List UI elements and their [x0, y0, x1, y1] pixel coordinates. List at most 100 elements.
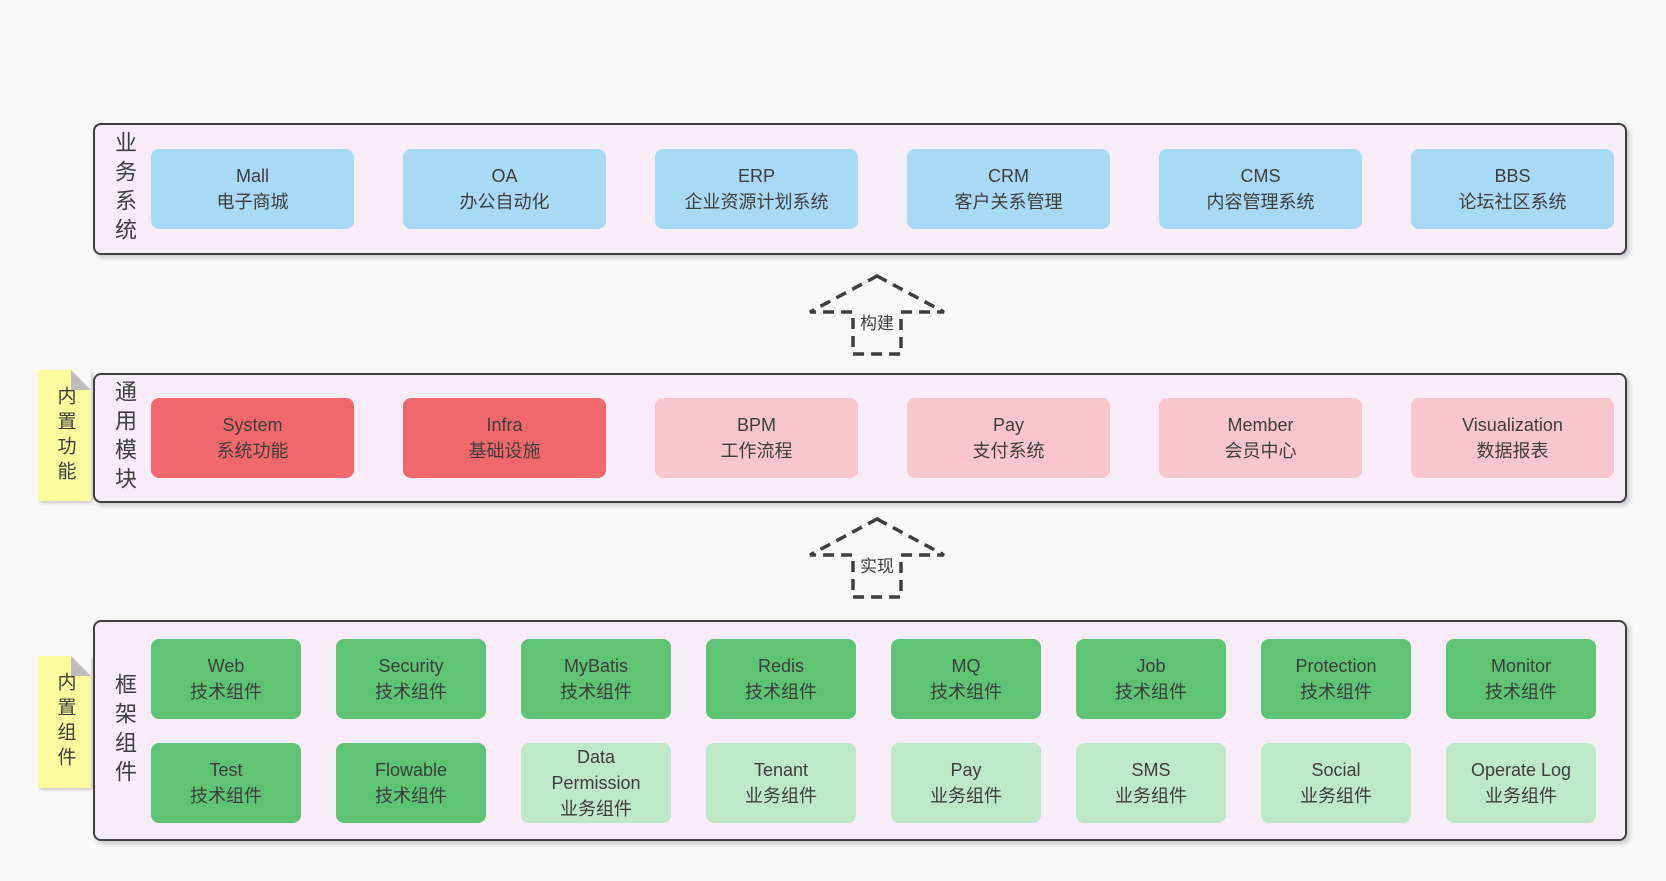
- box-title: Infra: [486, 415, 523, 435]
- box-oa: OA 办公自动化: [403, 149, 606, 229]
- up-block-arrow-icon: [809, 517, 945, 599]
- box-subtitle: 业务组件: [1300, 785, 1372, 806]
- box-subtitle: 技术组件: [375, 785, 447, 806]
- folded-corner-icon: [71, 656, 91, 676]
- layer-label-framework-components: 框架组件: [112, 672, 137, 789]
- box-subtitle: 业务组件: [745, 785, 817, 806]
- box-subtitle: 电子商城: [216, 192, 289, 212]
- box-title: Social: [1311, 759, 1361, 780]
- box-subtitle: 论坛社区系统: [1458, 192, 1567, 212]
- box-subtitle: 技术组件: [930, 681, 1002, 702]
- box-subtitle: 技术组件: [560, 681, 632, 702]
- box-flowable: Flowable 技术组件: [336, 742, 486, 823]
- box-title: Redis: [757, 655, 805, 676]
- layer-label-business-systems: 业务系统: [112, 131, 137, 247]
- box-web: Web 技术组件: [151, 638, 301, 719]
- box-infra: Infra 基础设施: [403, 398, 606, 478]
- box-subtitle: 技术组件: [375, 681, 447, 702]
- folded-corner-icon: [71, 370, 91, 390]
- box-bbs: BBS 论坛社区系统: [1411, 149, 1614, 229]
- box-social: Social 业务组件: [1261, 742, 1411, 823]
- box-subtitle: 业务组件: [560, 798, 632, 819]
- sticky-note-label: 内置功能: [54, 385, 76, 486]
- box-crm: CRM 客户关系管理: [907, 149, 1110, 229]
- box-mybatis: MyBatis 技术组件: [521, 638, 671, 719]
- box-subtitle: 技术组件: [190, 785, 262, 806]
- sticky-note-builtin-features: 内置功能: [38, 370, 91, 501]
- arrow-build-label: 构建: [857, 309, 897, 334]
- box-subtitle: 办公自动化: [459, 192, 550, 212]
- box-subtitle: 支付系统: [972, 441, 1045, 461]
- arrow-implement: 实现: [807, 516, 947, 600]
- box-title: Job: [1136, 655, 1166, 676]
- box-subtitle: 技术组件: [1485, 681, 1557, 702]
- box-visualization: Visualization 数据报表: [1411, 398, 1614, 478]
- box-subtitle: 工作流程: [720, 441, 793, 461]
- box-mq: MQ 技术组件: [891, 638, 1041, 719]
- box-title: Pay: [992, 415, 1025, 435]
- box-bpm: BPM 工作流程: [655, 398, 858, 478]
- box-protection: Protection 技术组件: [1261, 638, 1411, 719]
- box-subtitle: 技术组件: [1115, 681, 1187, 702]
- up-block-arrow-icon: [809, 274, 945, 356]
- box-subtitle: 会员中心: [1224, 441, 1297, 461]
- box-subtitle: 技术组件: [745, 681, 817, 702]
- box-title: System: [222, 415, 283, 435]
- box-subtitle: 业务组件: [930, 785, 1002, 806]
- box-title: Flowable: [374, 759, 448, 780]
- box-title: ERP: [737, 166, 775, 186]
- box-title: Tenant: [753, 759, 809, 780]
- arrow-implement-label: 实现: [857, 552, 897, 577]
- box-data-permission: Data Permission 业务组件: [521, 742, 671, 823]
- box-subtitle: 业务组件: [1115, 785, 1187, 806]
- box-subtitle: 技术组件: [190, 681, 262, 702]
- box-title: Security: [378, 655, 444, 676]
- box-subtitle: 基础设施: [468, 441, 541, 461]
- box-tenant: Tenant 业务组件: [706, 742, 856, 823]
- box-title: Mall: [235, 166, 269, 186]
- box-redis: Redis 技术组件: [706, 638, 856, 719]
- layer-label-common-modules: 通用模块: [112, 380, 137, 496]
- arrow-build: 构建: [807, 273, 947, 357]
- box-monitor: Monitor 技术组件: [1446, 638, 1596, 719]
- box-security: Security 技术组件: [336, 638, 486, 719]
- box-title: Operate Log: [1470, 759, 1572, 780]
- box-pay: Pay 支付系统: [907, 398, 1110, 478]
- box-cms: CMS 内容管理系统: [1159, 149, 1362, 229]
- box-title: CMS: [1240, 166, 1281, 186]
- box-title: BPM: [736, 415, 776, 435]
- sticky-note-builtin-components: 内置组件: [38, 656, 91, 788]
- box-title: Data Permission: [551, 746, 641, 793]
- box-title: Monitor: [1490, 655, 1552, 676]
- box-title: Visualization: [1462, 415, 1563, 435]
- box-title: OA: [491, 166, 518, 186]
- box-title: Web: [207, 655, 245, 676]
- box-operate-log: Operate Log 业务组件: [1446, 742, 1596, 823]
- box-title: BBS: [1494, 166, 1531, 186]
- box-subtitle: 内容管理系统: [1206, 192, 1315, 212]
- sticky-note-label: 内置组件: [54, 672, 76, 772]
- box-title: Protection: [1295, 655, 1377, 676]
- box-title: MQ: [951, 655, 981, 676]
- box-subtitle: 数据报表: [1476, 441, 1549, 461]
- box-title: CRM: [988, 166, 1029, 186]
- box-subtitle: 客户关系管理: [954, 192, 1063, 212]
- box-title: MyBatis: [563, 655, 628, 676]
- box-erp: ERP 企业资源计划系统: [655, 149, 858, 229]
- box-subtitle: 业务组件: [1485, 785, 1557, 806]
- box-subtitle: 技术组件: [1300, 681, 1372, 702]
- box-mall: Mall 电子商城: [151, 149, 354, 229]
- box-subtitle: 企业资源计划系统: [684, 192, 829, 212]
